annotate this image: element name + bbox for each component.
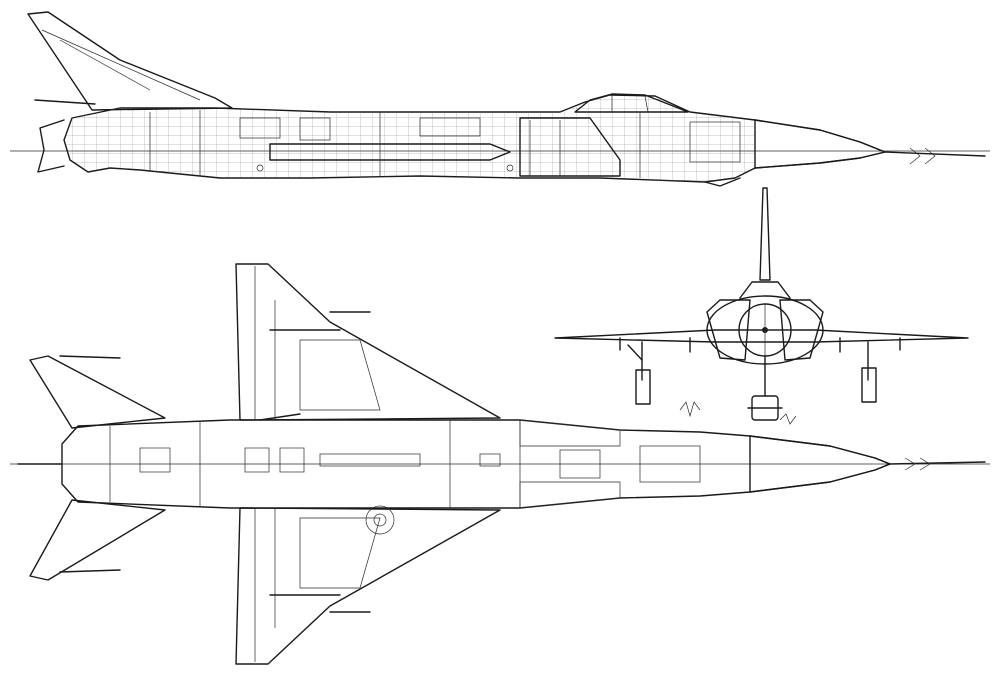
front-main-gear-left xyxy=(627,341,651,405)
side-underbelly-store xyxy=(269,143,511,161)
side-tail-fin xyxy=(27,11,233,111)
side-pitot-probe xyxy=(884,151,986,157)
side-view xyxy=(10,11,990,187)
top-view xyxy=(10,263,990,665)
side-canopy xyxy=(574,93,689,113)
side-exhaust-nozzle xyxy=(37,119,65,173)
top-wing-upper xyxy=(235,263,501,421)
front-nose-gear xyxy=(747,355,783,421)
top-wing-lower xyxy=(235,507,501,665)
top-pitot-probe xyxy=(889,461,986,465)
top-tailplane-upper xyxy=(29,355,166,429)
front-main-gear-right xyxy=(861,341,877,403)
front-view xyxy=(554,187,969,425)
front-tail-fin xyxy=(759,187,771,281)
side-nose-cone xyxy=(754,119,886,169)
front-wing-span xyxy=(554,329,969,343)
top-tailplane-lower xyxy=(29,499,166,581)
